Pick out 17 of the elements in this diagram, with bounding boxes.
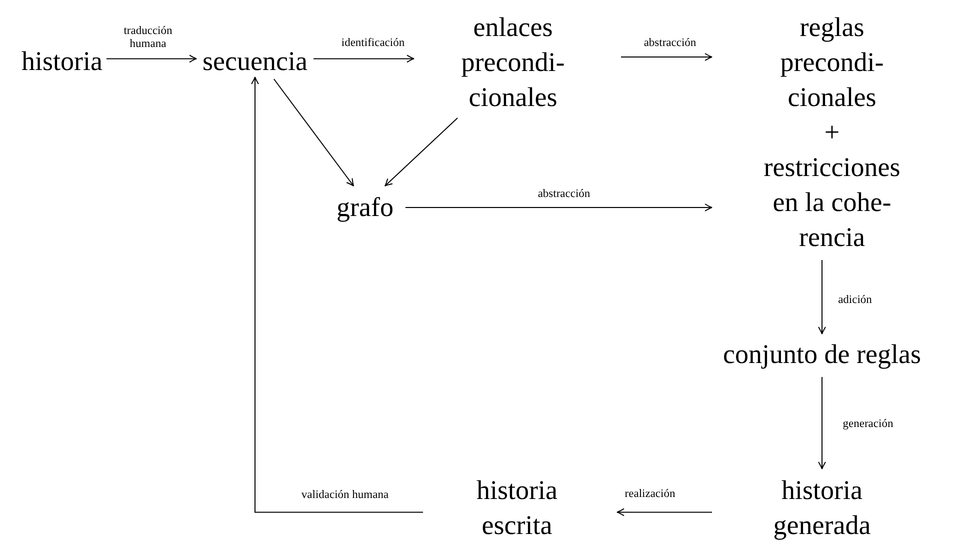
node-label: restricciones en la cohe- rencia [762,151,902,254]
edge-label: generación [840,418,896,430]
edge-label: abstracción [536,188,592,200]
node-label: historia [22,44,102,79]
node-label: enlaces precondi- cionales [438,10,588,115]
edge-label: identificación [339,36,407,50]
node-label: conjunto de reglas [723,337,921,372]
edge-label: realización [622,488,678,500]
node-label: grafo [336,190,394,225]
node-label: reglas precondi- cionales [779,11,885,114]
node-label: historia escrita [452,473,582,543]
edge-label: adición [836,294,874,306]
edge-label: validación humana [299,488,391,502]
node-label: historia generada [747,473,897,543]
edge-label: abstracción [642,36,698,50]
node-label: + [823,116,841,149]
node-label: secuencia [202,44,308,79]
